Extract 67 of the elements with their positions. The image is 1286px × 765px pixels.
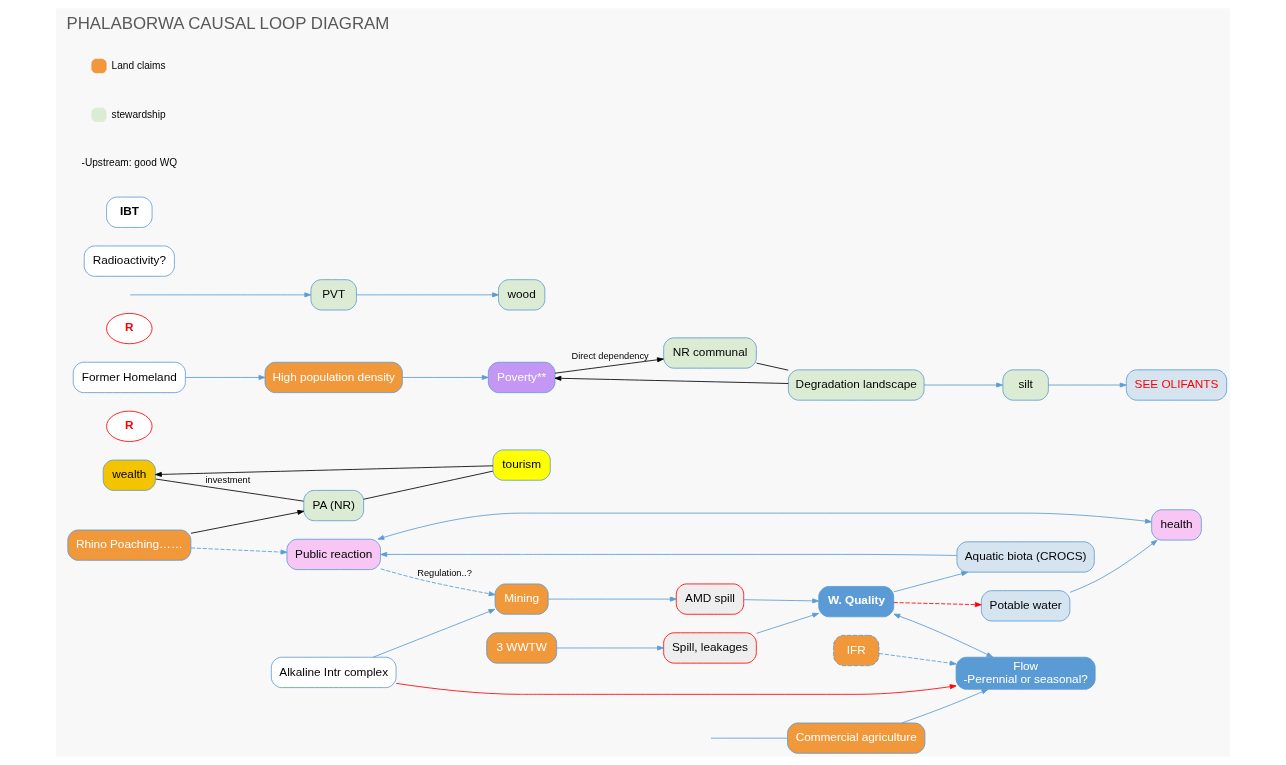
arrow <box>129 292 312 298</box>
legend-label: stewardship <box>111 108 166 120</box>
arrow <box>1048 382 1127 388</box>
arrow <box>380 551 958 557</box>
arrow <box>1069 539 1158 593</box>
arrow <box>395 682 957 695</box>
node-box: wood <box>498 279 546 311</box>
arrow <box>756 612 820 634</box>
node-box: Commercial agriculture <box>787 722 926 754</box>
node-box: Degradation landscape <box>787 369 925 401</box>
label: -Upstream: good WQ <box>81 156 178 168</box>
node-box: IFR <box>833 634 880 667</box>
node-box: silt <box>1002 369 1049 401</box>
arrow <box>556 645 664 651</box>
node-box: W. Quality <box>818 586 895 618</box>
node-box: Rhino Poaching…… <box>67 529 192 561</box>
arrow <box>923 382 1003 388</box>
arrow <box>554 375 789 384</box>
connector <box>363 470 494 500</box>
node-box: tourism <box>492 449 551 481</box>
diagram-title: PHALABORWA CAUSAL LOOP DIAGRAM <box>66 13 390 33</box>
node-box: Alkaline Intr complex <box>270 656 397 688</box>
node-box: PA (NR) <box>303 489 365 522</box>
node-box: Aquatic biota (CROCS) <box>956 541 1095 573</box>
node-box: Spill, leakages <box>663 632 757 664</box>
arrow <box>743 598 819 604</box>
arrow <box>380 568 496 597</box>
arrow <box>155 465 494 477</box>
arrow <box>402 374 489 380</box>
node-box: Former Homeland <box>72 361 186 394</box>
arrow <box>190 547 288 555</box>
arrow <box>356 292 499 298</box>
node-box: Poverty** <box>487 361 556 394</box>
node-box: Flow -Perennial or seasonal? <box>955 656 1096 690</box>
node-ellipse: R <box>106 312 153 345</box>
node-box: IBT <box>106 196 153 228</box>
node-ellipse: R <box>106 410 153 442</box>
legend-label: Land claims <box>111 59 166 71</box>
arrow <box>893 613 994 658</box>
edge-label: Regulation..? <box>417 568 472 579</box>
node-box: Mining <box>494 583 549 615</box>
node-box: Public reaction <box>286 538 381 570</box>
node-box: NR communal <box>663 337 757 369</box>
node-box: High population density <box>264 361 403 394</box>
arrow <box>548 596 677 602</box>
arrow <box>372 608 496 658</box>
edge-label: investment <box>205 475 251 486</box>
node-box: AMD spill <box>675 583 745 615</box>
arrow <box>901 689 989 724</box>
edge-label: Direct dependency <box>571 350 649 361</box>
node-box: PVT <box>310 279 357 311</box>
node-box: SEE OLIFANTS <box>1125 369 1228 401</box>
arrow <box>190 509 305 534</box>
node-box: Potable water <box>980 590 1071 622</box>
node-box: wealth <box>102 459 156 491</box>
arrow <box>878 653 957 666</box>
arrow <box>554 357 664 374</box>
node-box: health <box>1151 509 1202 541</box>
connector <box>155 478 304 502</box>
connector <box>710 737 788 739</box>
arrow <box>893 571 969 593</box>
node-box: Radioactivity? <box>83 245 175 277</box>
connector <box>756 362 789 371</box>
arrow <box>377 512 1152 540</box>
arrow <box>185 374 266 380</box>
node-box: 3 WWTW <box>486 632 558 664</box>
arrow <box>893 602 982 608</box>
